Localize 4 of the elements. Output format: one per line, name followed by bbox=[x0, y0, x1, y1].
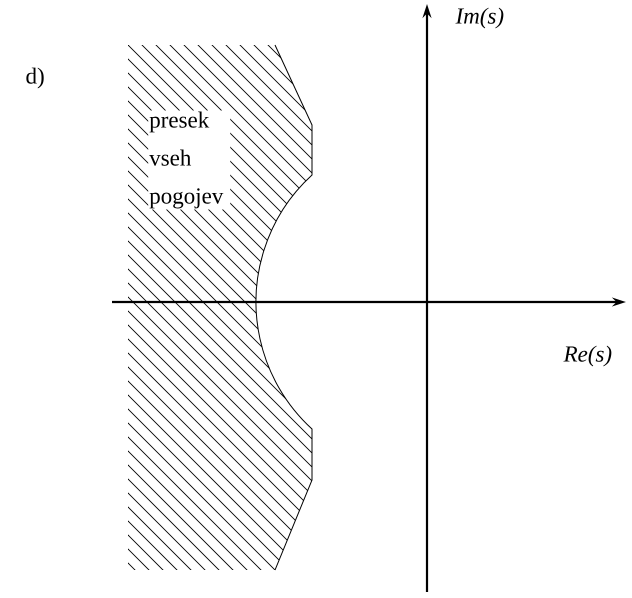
axis-label: Im(s) bbox=[455, 8, 504, 28]
panel-label: d) bbox=[26, 68, 44, 88]
axis-label: Re(s) bbox=[563, 346, 612, 366]
region-label: presek vseh pogojev bbox=[148, 110, 230, 210]
